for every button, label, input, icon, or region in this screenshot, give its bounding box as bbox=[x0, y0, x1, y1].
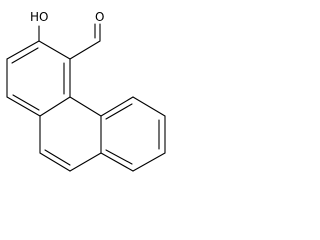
bond-c8-c9 bbox=[132, 96, 166, 117]
bond-c8a-c8 bbox=[100, 96, 134, 117]
bond-c4b-c8a bbox=[69, 96, 102, 117]
bond-c11-c6a-double bbox=[105, 149, 133, 165]
bond-c4-c4a-double bbox=[12, 94, 40, 111]
ring-middle bbox=[39, 96, 102, 172]
bond-c1-c3 bbox=[6, 40, 40, 60]
bond-c4-c4a bbox=[6, 96, 41, 117]
ring-right bbox=[100, 96, 166, 172]
bond-c1-c2 bbox=[38, 40, 71, 60]
molecule-drawing: HO O bbox=[6, 10, 166, 172]
bond-c5-c6 bbox=[39, 152, 71, 172]
substituents bbox=[38, 23, 101, 60]
bond-c10-c11 bbox=[132, 152, 166, 172]
bond-c5-c6-double bbox=[44, 149, 71, 166]
hydroxyl-label: HO bbox=[30, 10, 48, 24]
bond-c11-c6a bbox=[100, 152, 134, 172]
bond-c4a-c4b bbox=[39, 96, 71, 117]
carbonyl-oxygen-label: O bbox=[95, 10, 104, 24]
structure-diagram: HO O bbox=[0, 0, 180, 192]
ring-top bbox=[6, 40, 71, 117]
bond-c8a-c8-double bbox=[105, 103, 133, 120]
bond-c2-cho bbox=[69, 40, 101, 60]
bond-c1-c3-double bbox=[11, 47, 39, 64]
bond-c6-c6a bbox=[69, 152, 102, 172]
